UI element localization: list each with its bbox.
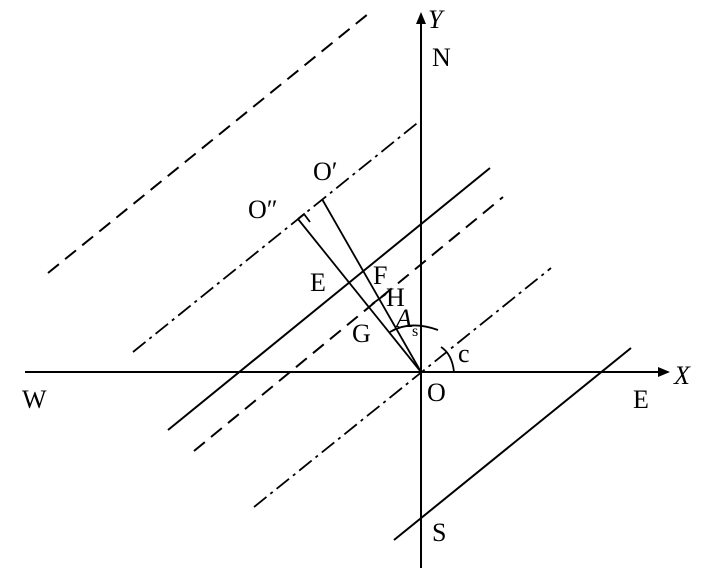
point-h-label: H xyxy=(386,283,405,312)
solid-line-middle xyxy=(167,167,491,431)
ray-o-to-o-double-prime xyxy=(297,218,422,373)
right-angle-marker xyxy=(297,212,311,223)
dashed-line-middle xyxy=(193,196,504,452)
angle-arc-as xyxy=(389,324,439,333)
point-f-label: F xyxy=(373,261,387,290)
angle-a-subscript: s xyxy=(412,323,418,340)
west-label: W xyxy=(22,385,47,414)
south-label: S xyxy=(432,518,446,547)
point-g-label: G xyxy=(352,319,371,348)
point-e-label: E xyxy=(310,268,326,297)
east-label: E xyxy=(633,385,649,414)
angle-arc-c xyxy=(440,346,455,373)
angle-a-label: A xyxy=(394,304,412,333)
angle-c-label: c xyxy=(458,339,470,368)
ray-o-to-o-prime xyxy=(321,198,422,373)
x-axis-label: X xyxy=(673,361,691,390)
origin-label: O xyxy=(427,378,446,407)
solid-line-bottom xyxy=(393,347,632,541)
tick-h xyxy=(371,293,387,305)
o-prime-label: O′ xyxy=(313,157,337,186)
north-label: N xyxy=(432,43,451,72)
dashdot-line-upper xyxy=(132,119,422,353)
y-axis-label: Y xyxy=(428,5,445,34)
o-double-prime-label: O″ xyxy=(248,195,278,224)
dashdot-line-lower xyxy=(253,267,552,508)
dashed-line-top xyxy=(47,13,369,274)
